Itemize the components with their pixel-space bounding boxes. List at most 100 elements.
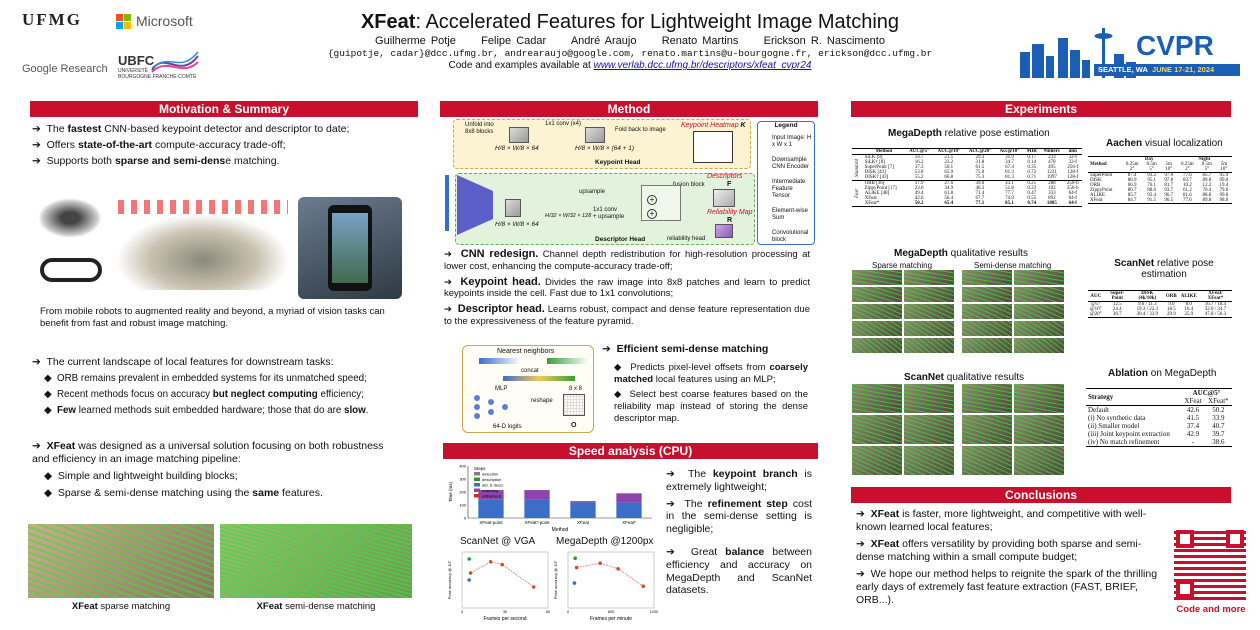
match-thumbnail — [904, 304, 954, 319]
data-point — [572, 581, 577, 585]
bar-segment — [478, 499, 504, 518]
match-thumbnail — [852, 270, 902, 285]
list-item: ◆ ORB remains prevalent in embedded syst… — [44, 373, 367, 384]
ubfc-logo: UBFC UNIVERSITÉ BOURGOGNE FRANCHE-COMTÉ — [118, 53, 197, 80]
poster-title: XFeat: Accelerated Features for Lightwei… — [360, 11, 900, 33]
list-item: ◆ Sparse & semi-dense matching using the… — [44, 487, 323, 499]
qr-caption: Code and more — [1176, 604, 1246, 615]
match-thumbnail — [1014, 321, 1064, 336]
match-thumbnail — [852, 446, 902, 475]
bar-segment — [570, 501, 596, 503]
fusion-label: fusion block — [673, 182, 705, 188]
match-thumbnail — [1014, 415, 1064, 444]
semi-dense-text: ➔ Efficient semi-dense matching ◆ Predic… — [602, 343, 808, 425]
sparse-label: Sparse matching — [872, 261, 933, 270]
motivation-header: Motivation & Summary — [30, 101, 418, 117]
dim2-label: H/8 × W/8 × (64 + 1) — [575, 145, 635, 152]
list-item: ◆ Few learned methods suit embedded hard… — [44, 405, 369, 416]
fold-label: Fold back to image — [615, 127, 666, 133]
match-thumbnail — [904, 287, 954, 302]
x-tick-label: 0 — [461, 610, 463, 614]
y-axis-label: Pose accuracy @ 10° — [447, 560, 452, 599]
list-item: ➔ The fastest CNN-based keypoint detecto… — [32, 123, 350, 135]
match-thumbnail — [1014, 287, 1064, 302]
method-bullets: ➔ CNN redesign. Channel depth redistribu… — [444, 248, 810, 328]
data-point — [531, 585, 536, 589]
code-link[interactable]: www.verlab.dcc.ufmg.br/descriptors/xfeat… — [593, 60, 812, 71]
ubfc-swoosh-icon — [151, 51, 199, 73]
data-point — [488, 560, 493, 564]
legend-swatch — [474, 472, 480, 476]
y-tick-label: 400 — [459, 464, 466, 469]
motivation-bullets: ➔ The fastest CNN-based keypoint detecto… — [32, 123, 418, 168]
reliability-label: Reliability Map — [707, 209, 753, 216]
match-thumbnail — [904, 384, 954, 413]
author-emails: {guipotje, cadar}@dcc.ufmg.br, andrearau… — [327, 48, 933, 59]
logits-label: 64-D logits — [493, 424, 522, 430]
dim4-label: H/32 × W/32 × 128 — [545, 213, 592, 219]
reliability-map — [715, 224, 733, 238]
list-item: ➔ Great balance between efficiency and a… — [666, 545, 812, 597]
list-item: ➔ Offers state-of-the-art compute-accura… — [32, 139, 286, 151]
bar-segment — [478, 490, 504, 500]
x-tick-label: XFeat — [577, 520, 590, 525]
bar-segment — [570, 502, 596, 518]
landscape-block: ➔ The current landscape of local feature… — [32, 356, 418, 417]
list-item: ➔ The refinement step cost in the semi-d… — [666, 497, 812, 536]
reliability-letter: R — [727, 217, 733, 224]
legend-swatch — [474, 488, 480, 492]
google-research-logo: Google Research — [22, 63, 108, 75]
megadepth-title: MegaDepth @1200px — [556, 536, 654, 547]
concat-label: concat — [521, 368, 539, 374]
motivation-caption: From mobile robots to augmented reality … — [40, 306, 385, 329]
x-tick-label: 600 — [608, 610, 614, 614]
list-item: ➔ Descriptor head. Learns robust, compac… — [444, 303, 810, 327]
match-thumbnail — [962, 384, 1012, 413]
match-thumbnail — [962, 321, 1012, 336]
match-thumbnail — [962, 338, 1012, 353]
qr-code[interactable] — [1174, 528, 1246, 600]
phone-ar-image — [298, 197, 402, 299]
x-axis-label: Method — [552, 527, 569, 532]
x-tick-label: XFeat*-point — [524, 520, 550, 525]
tensor-block — [505, 199, 521, 217]
conclusions-header: Conclusions — [851, 487, 1231, 503]
tensor-block — [585, 127, 605, 143]
kp-heatmap-label: Keypoint Heatmap K — [681, 122, 746, 129]
x-tick-label: XFeat* — [622, 520, 636, 525]
semi-dense-matching-image — [220, 524, 412, 598]
legend-label: description — [482, 477, 501, 482]
legend-label: detection — [482, 471, 498, 476]
legend-label: refinement — [482, 493, 502, 498]
cvpr-banner: SEATTLE, WA JUNE 17-21, 2024 — [1094, 64, 1240, 76]
dim1-label: H/8 × W/8 × 64 — [495, 145, 539, 152]
match-thumbnail — [852, 321, 902, 336]
conv1-label: 1x1 conv (x4) — [545, 121, 582, 127]
data-point — [500, 562, 504, 567]
mlp-network-icon — [474, 395, 508, 419]
legend-item: Input Image: H x W x 1 — [772, 135, 812, 148]
scannet-title: ScanNet @ VGA — [460, 536, 536, 547]
list-item: ➔ The keypoint branch is extremely light… — [666, 468, 812, 493]
legend-item: Element-wise Sum — [772, 208, 809, 221]
speed-points: ➔ The keypoint branch is extremely light… — [666, 468, 812, 597]
descriptor-tensor — [713, 189, 735, 207]
camera-poses-strip — [118, 200, 288, 214]
data-point — [641, 584, 646, 589]
table-row: (iv) No match refinement-38.6 — [1088, 438, 1225, 446]
header: UFMG Microsoft Google Research UBFC UNIV… — [0, 0, 1260, 92]
match-thumbnail — [962, 270, 1012, 285]
legend-item: Convolutional block — [772, 230, 809, 243]
offset-grid — [563, 394, 585, 416]
plot-area — [461, 551, 549, 609]
match-thumbnail — [962, 415, 1012, 444]
legend-swatch — [474, 477, 480, 481]
